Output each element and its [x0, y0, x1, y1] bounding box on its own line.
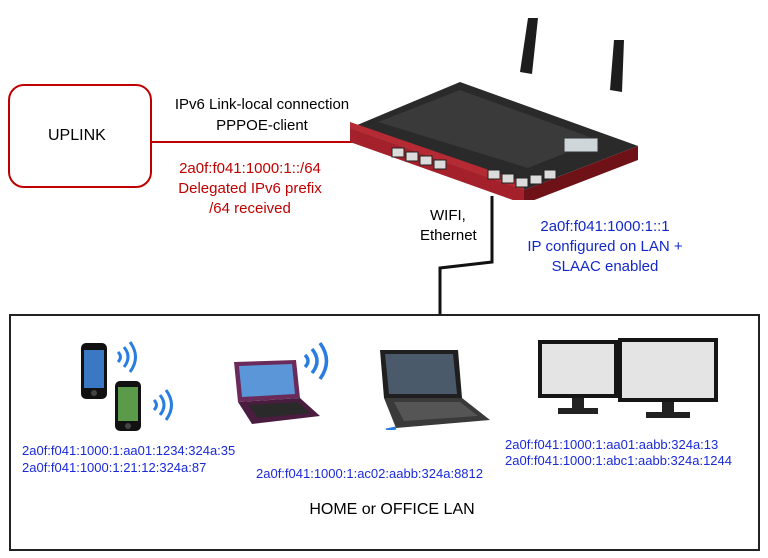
connection-label-2: PPPOE-client [216, 117, 308, 134]
desktop-address-2: 2a0f:f041:1000:1:abc1:aabb:324a:1244 [505, 453, 732, 468]
smartphone-icon [81, 343, 107, 399]
delegated-prefix-label: Delegated IPv6 prefix [178, 180, 322, 197]
phone-address-1: 2a0f:f041:1000:1:aa01:1234:324a:35 [22, 443, 236, 458]
wifi-signal-icon-3 [303, 341, 329, 381]
laptop-address: 2a0f:f041:1000:1:ac02:aabb:324a:8812 [256, 466, 483, 481]
smartphone-icon-2 [115, 381, 141, 431]
delegated-prefix-size: /64 received [209, 200, 291, 217]
lan-link-label-1: WIFI, [430, 207, 466, 224]
router-lan-config: IP configured on LAN + [527, 238, 683, 255]
connection-label-1: IPv6 Link-local connection [174, 96, 350, 113]
router-slaac: SLAAC enabled [551, 258, 659, 275]
delegated-prefix-address: 2a0f:f041:1000:1::/64 [179, 160, 321, 177]
lan-link-label-2: Ethernet [420, 227, 477, 244]
desktop-address-1: 2a0f:f041:1000:1:aa01:aabb:324a:13 [505, 437, 719, 452]
laptop-icon [380, 350, 490, 430]
router-icon [350, 18, 638, 200]
lan-label: HOME or OFFICE LAN [309, 501, 475, 518]
wifi-signal-icon [116, 341, 137, 373]
monitor-icon-2 [618, 338, 718, 418]
monitor-icon [538, 340, 618, 414]
uplink-box [8, 84, 152, 188]
router-lan-address: 2a0f:f041:1000:1::1 [540, 218, 670, 235]
lan-connection-line [438, 196, 494, 314]
netbook-icon [234, 360, 320, 424]
uplink-label: UPLINK [48, 127, 106, 144]
wifi-signal-icon-2 [152, 389, 173, 421]
phone-address-2: 2a0f:f041:1000:1:21:12:324a:87 [22, 460, 207, 475]
lan-box [9, 314, 760, 551]
